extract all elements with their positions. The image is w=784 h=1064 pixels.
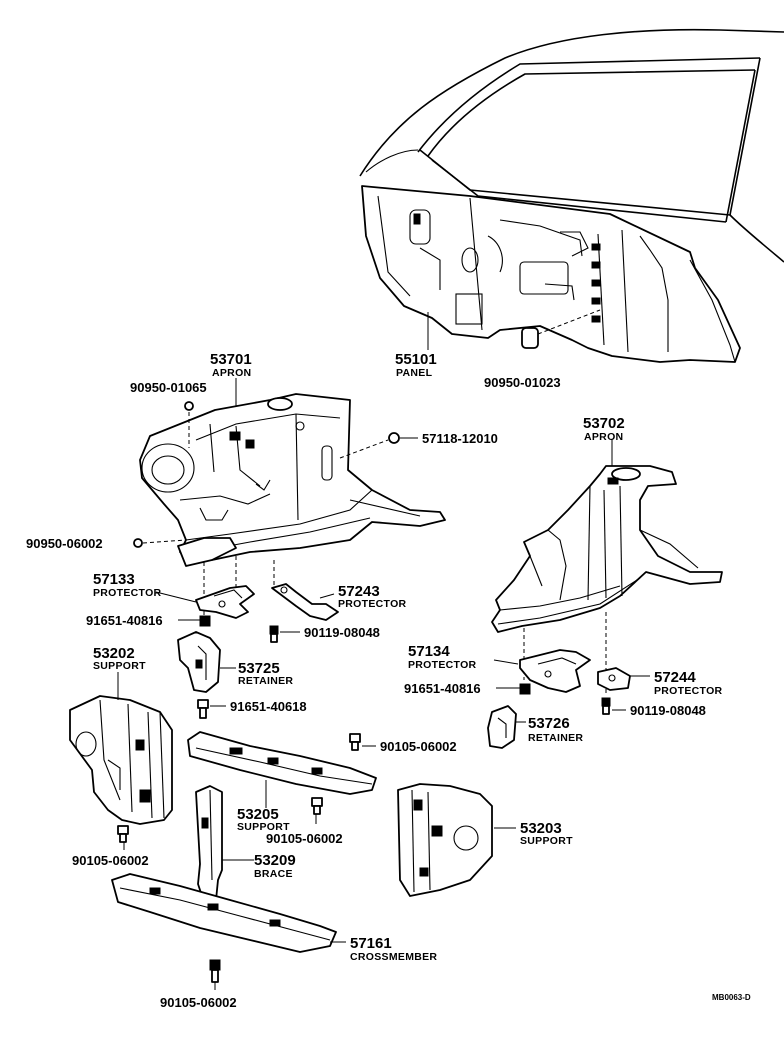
plug-90950-01065 bbox=[184, 401, 194, 411]
label-91651-40816-right: 91651-40816 bbox=[404, 681, 481, 696]
label-57244-name: PROTECTOR bbox=[654, 685, 723, 697]
brace-53209 bbox=[195, 785, 223, 903]
plug-57118-12010 bbox=[388, 432, 400, 444]
label-53702-name: APRON bbox=[584, 431, 623, 443]
retainer-53725 bbox=[177, 631, 221, 693]
label-90119-08048-left: 90119-08048 bbox=[304, 625, 380, 640]
label-90105-06002-left: 90105-06002 bbox=[72, 853, 149, 868]
dash-panel-55101 bbox=[361, 185, 741, 363]
bolt-90119-08048-right bbox=[601, 697, 626, 715]
label-53202-name: SUPPORT bbox=[93, 660, 146, 672]
plug-90950-06002 bbox=[133, 538, 143, 548]
label-53726-name: RETAINER bbox=[528, 732, 583, 744]
label-57133-number: 57133 bbox=[93, 571, 135, 588]
protector-57134 bbox=[519, 649, 591, 693]
windshield-outline bbox=[359, 28, 784, 263]
support-53202 bbox=[69, 695, 173, 825]
label-90950-01065: 90950-01065 bbox=[130, 380, 207, 395]
bolt-90119-08048-left bbox=[269, 625, 300, 643]
label-53205-number: 53205 bbox=[237, 806, 279, 823]
label-55101-number: 55101 bbox=[395, 351, 437, 368]
bolt-91651-40816-right bbox=[496, 683, 531, 695]
protector-57244 bbox=[597, 667, 631, 691]
bolt-90105-06002-left bbox=[117, 825, 129, 850]
protector-57133 bbox=[195, 585, 255, 619]
label-90105-06002-mid: 90105-06002 bbox=[266, 831, 343, 846]
label-57118-12010: 57118-12010 bbox=[422, 431, 498, 446]
label-53209-number: 53209 bbox=[254, 852, 296, 869]
labels: 55101 PANEL 90950-01023 53701 APRON 9095… bbox=[26, 351, 751, 1010]
label-57134-name: PROTECTOR bbox=[408, 659, 477, 671]
label-53702-number: 53702 bbox=[583, 415, 625, 432]
label-91651-40816-left: 91651-40816 bbox=[86, 613, 163, 628]
label-53202-number: 53202 bbox=[93, 645, 135, 662]
label-57244-number: 57244 bbox=[654, 669, 696, 686]
retainer-53726 bbox=[487, 705, 517, 749]
label-53701-number: 53701 bbox=[210, 351, 252, 368]
crossmember-57161 bbox=[111, 873, 337, 953]
apron-bracket-left bbox=[177, 537, 237, 567]
label-53725-number: 53725 bbox=[238, 660, 280, 677]
bolt-90105-06002-upper bbox=[349, 733, 376, 751]
drawing-code: MB0063-D bbox=[712, 993, 751, 1002]
label-53205-name: SUPPORT bbox=[237, 821, 290, 833]
label-55101-name: PANEL bbox=[396, 367, 433, 379]
label-90119-08048-right: 90119-08048 bbox=[630, 703, 706, 718]
label-90950-06002: 90950-06002 bbox=[26, 536, 103, 551]
label-57243-name: PROTECTOR bbox=[338, 598, 407, 610]
bolt-90105-06002-mid bbox=[311, 797, 323, 824]
support-53205 bbox=[187, 731, 377, 795]
label-57243-number: 57243 bbox=[338, 583, 380, 600]
label-90105-06002-upper: 90105-06002 bbox=[380, 739, 457, 754]
bolt-91651-40618 bbox=[197, 699, 226, 719]
bolt-90105-06002-bottom bbox=[209, 959, 221, 990]
label-57161-number: 57161 bbox=[350, 935, 392, 952]
label-53209-name: BRACE bbox=[254, 868, 293, 880]
label-57134-number: 57134 bbox=[408, 643, 450, 660]
label-57161-name: CROSSMEMBER bbox=[350, 951, 437, 963]
label-57133-name: PROTECTOR bbox=[93, 587, 162, 599]
apron-53702 bbox=[491, 465, 723, 633]
label-53203-number: 53203 bbox=[520, 820, 562, 837]
label-53203-name: SUPPORT bbox=[520, 835, 573, 847]
label-91651-40618: 91651-40618 bbox=[230, 699, 307, 714]
label-53726-number: 53726 bbox=[528, 715, 570, 732]
leader-57243 bbox=[319, 593, 335, 599]
apron-53701 bbox=[139, 393, 446, 561]
label-90105-06002-bottom: 90105-06002 bbox=[160, 995, 237, 1010]
leader-57133 bbox=[155, 591, 197, 603]
protector-57243 bbox=[271, 583, 339, 621]
label-53701-name: APRON bbox=[212, 367, 251, 379]
label-90950-01023: 90950-01023 bbox=[484, 375, 561, 390]
support-53203 bbox=[397, 783, 493, 897]
leader-57134 bbox=[493, 659, 519, 665]
bolt-91651-40816-left bbox=[178, 615, 211, 627]
label-53725-name: RETAINER bbox=[238, 675, 293, 687]
grommet-90950-01023 bbox=[521, 327, 539, 349]
